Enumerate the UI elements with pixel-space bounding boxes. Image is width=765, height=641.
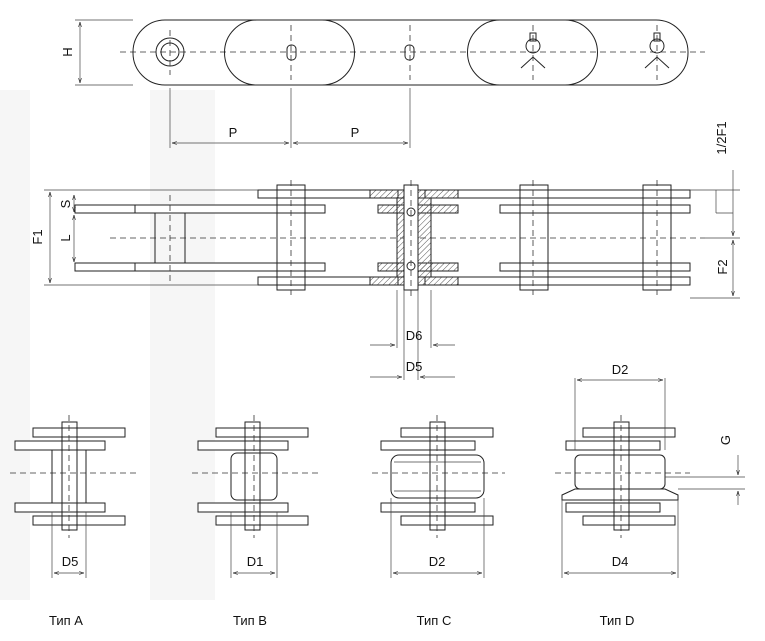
dim-f2-label: F2 bbox=[715, 259, 730, 274]
type-b-diagram bbox=[192, 415, 320, 578]
section-view bbox=[44, 170, 740, 380]
type-d-dim-label: D4 bbox=[612, 554, 629, 569]
type-a-diagram bbox=[10, 415, 140, 578]
dim-s-label: S bbox=[58, 199, 73, 208]
dim-d6-label: D6 bbox=[406, 328, 423, 343]
background-shape bbox=[0, 90, 215, 600]
type-d-diagram bbox=[555, 378, 745, 578]
type-b-dim-label: D1 bbox=[247, 554, 264, 569]
type-b-label: Тип B bbox=[233, 613, 267, 628]
dim-l-label: L bbox=[58, 234, 73, 241]
type-a-dim-label: D5 bbox=[62, 554, 79, 569]
top-plan-view bbox=[75, 19, 705, 148]
dim-g-label: G bbox=[718, 435, 733, 445]
dim-f1-label: F1 bbox=[30, 229, 45, 244]
dim-p2-label: P bbox=[351, 125, 360, 140]
type-a-label: Тип A bbox=[49, 613, 83, 628]
dim-d5-label: D5 bbox=[406, 359, 423, 374]
dim-d2-top-label: D2 bbox=[612, 362, 629, 377]
type-c-diagram bbox=[372, 415, 505, 578]
type-c-label: Тип C bbox=[417, 613, 452, 628]
dim-half-f1-label: 1/2F1 bbox=[714, 121, 729, 154]
type-d-label: Тип D bbox=[600, 613, 635, 628]
type-c-dim-label: D2 bbox=[429, 554, 446, 569]
dim-p1-label: P bbox=[229, 125, 238, 140]
dim-h-label: H bbox=[60, 47, 75, 56]
